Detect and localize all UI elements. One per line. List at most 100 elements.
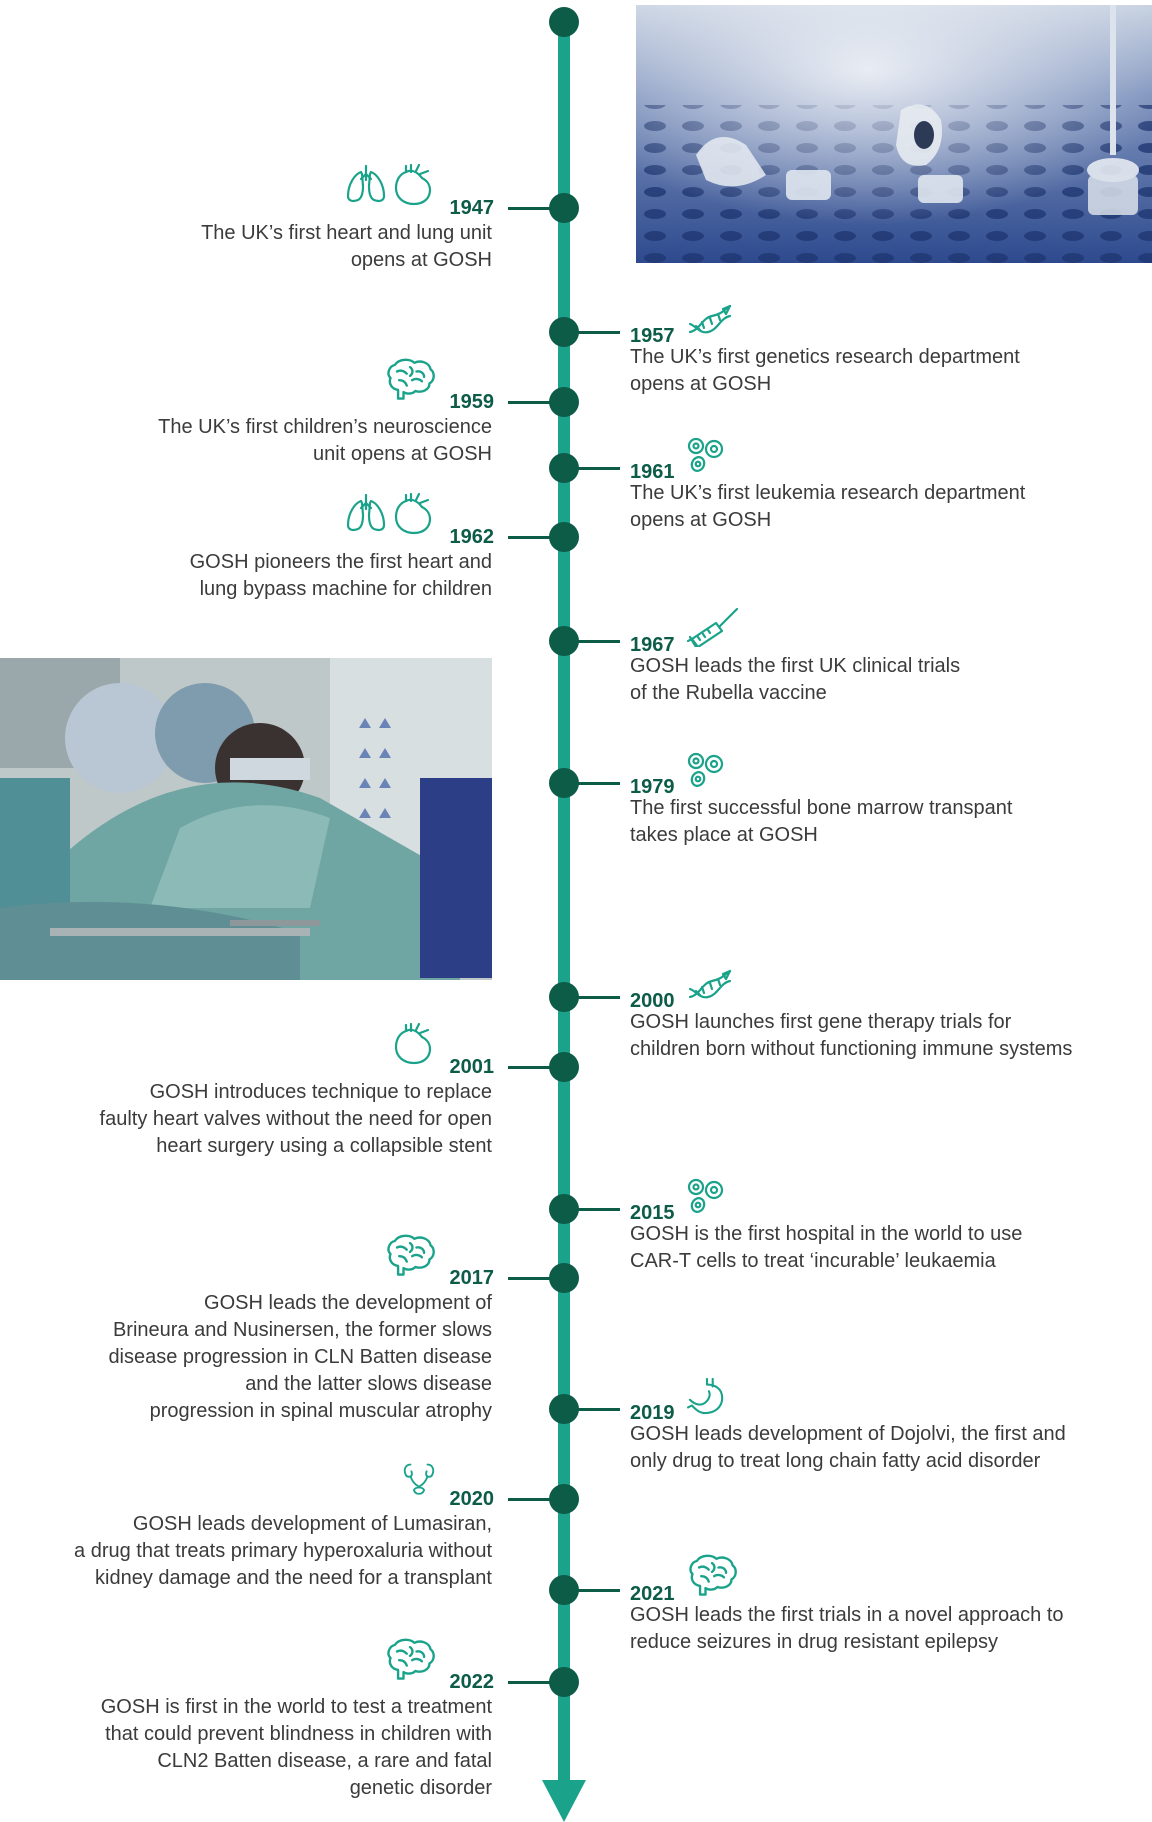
event-description-line: The UK’s first heart and lung unit	[201, 222, 492, 244]
timeline-node	[549, 1194, 579, 1224]
heart-icon	[392, 491, 436, 535]
event-description-line: Brineura and Nusinersen, the former slow…	[112, 1319, 492, 1341]
event-description: GOSH leads the first UK clinical trials o…	[630, 653, 960, 707]
connector-line	[575, 467, 620, 470]
event-description-line: and the latter slows disease	[245, 1373, 492, 1395]
event-description-line: GOSH pioneers the first heart and	[189, 551, 492, 573]
timeline-spine	[558, 22, 570, 1792]
event-description-line: The first successful bone marrow transpa…	[630, 797, 1013, 819]
event-description-line: children born without functioning immune…	[630, 1038, 1073, 1060]
event-description-line: of the Rubella vaccine	[630, 682, 827, 704]
event-description-line: The UK’s first leukemia research departm…	[630, 482, 1026, 504]
timeline-node	[549, 453, 579, 483]
event-year: 1957	[630, 325, 675, 347]
connector-line	[575, 1208, 620, 1211]
event-year: 1961	[630, 461, 675, 483]
event-year: 2015	[630, 1202, 675, 1224]
event-description-line: The UK’s first children’s neuroscience	[158, 416, 492, 438]
event-description-line: that could prevent blindness in children…	[105, 1723, 492, 1745]
connector-line	[575, 782, 620, 785]
event-description: GOSH is the first hospital in the world …	[630, 1221, 1022, 1275]
connector-line	[508, 207, 553, 210]
event-description-line: opens at GOSH	[630, 373, 772, 395]
connector-line	[508, 1498, 553, 1501]
event-description: GOSH leads development of Dojolvi, the f…	[630, 1421, 1066, 1475]
timeline-node	[549, 1394, 579, 1424]
event-description-line: disease progression in CLN Batten diseas…	[108, 1346, 492, 1368]
timeline-node	[549, 317, 579, 347]
event-description: GOSH launches first gene therapy trials …	[630, 1009, 1072, 1063]
syringe-icon	[686, 607, 740, 647]
cells-icon	[686, 751, 726, 789]
connector-line	[508, 536, 553, 539]
event-description-line: a drug that treats primary hyperoxaluria…	[74, 1540, 492, 1562]
heart-icon	[392, 162, 436, 206]
event-description-line: GOSH leads development of Dojolvi, the f…	[630, 1423, 1066, 1445]
timeline-arrow-head	[542, 1780, 586, 1822]
timeline-node	[549, 982, 579, 1012]
event-description-line: GOSH leads the first UK clinical trials	[630, 655, 961, 677]
event-description: The first successful bone marrow transpa…	[630, 795, 1012, 849]
event-description-line: GOSH is the first hospital in the world …	[630, 1223, 1023, 1245]
dna-icon	[686, 304, 734, 338]
brain-icon	[384, 356, 436, 400]
cells-icon	[686, 1177, 726, 1215]
timeline-node	[549, 1667, 579, 1697]
heart-icon	[392, 1021, 436, 1065]
event-description-line: The UK’s first genetics research departm…	[630, 346, 1020, 368]
event-description-line: GOSH is first in the world to test a tre…	[100, 1696, 492, 1718]
lungs-icon	[344, 162, 388, 206]
event-description-line: heart surgery using a collapsible stent	[156, 1135, 492, 1157]
connector-line	[508, 1277, 553, 1280]
event-year: 2021	[630, 1583, 675, 1605]
event-year: 1979	[630, 776, 675, 798]
brain-icon	[384, 1232, 436, 1276]
timeline-node	[549, 387, 579, 417]
stomach-icon	[686, 1377, 728, 1415]
connector-line	[575, 1408, 620, 1411]
event-year: 1959	[449, 391, 495, 413]
event-description-line: CAR-T cells to treat ‘incurable’ leukaem…	[630, 1250, 996, 1272]
connector-line	[508, 1681, 553, 1684]
event-description-line: opens at GOSH	[630, 509, 772, 531]
event-description-line: GOSH leads the first trials in a novel a…	[630, 1604, 1064, 1626]
timeline-node	[549, 626, 579, 656]
event-description-line: faulty heart valves without the need for…	[99, 1108, 492, 1130]
event-description-line: takes place at GOSH	[630, 824, 818, 846]
event-description-line: GOSH launches first gene therapy trials …	[630, 1011, 1012, 1033]
event-description: GOSH is first in the world to test a tre…	[101, 1694, 492, 1802]
connector-line	[575, 1589, 620, 1592]
event-description-line: GOSH leads development of Lumasiran,	[132, 1513, 492, 1535]
event-description-line: GOSH leads the development of	[204, 1292, 492, 1314]
event-description-line: CLN2 Batten disease, a rare and fatal	[157, 1750, 492, 1772]
event-description: GOSH leads development of Lumasiran, a dr…	[74, 1511, 492, 1592]
timeline-node	[549, 768, 579, 798]
event-year: 2001	[449, 1056, 495, 1078]
event-year: 2000	[630, 990, 675, 1012]
event-description-line: reduce seizures in drug resistant epilep…	[630, 1631, 998, 1653]
connector-line	[575, 331, 620, 334]
event-description-line: only drug to treat long chain fatty acid…	[630, 1450, 1041, 1472]
timeline-node	[549, 193, 579, 223]
connector-line	[508, 1066, 553, 1069]
event-description: The UK’s first genetics research departm…	[630, 344, 1020, 398]
event-year: 2017	[449, 1267, 495, 1289]
event-year: 1962	[449, 526, 495, 548]
event-year: 2020	[449, 1488, 495, 1510]
kidney-icon	[402, 1461, 436, 1497]
timeline-node	[549, 1575, 579, 1605]
event-description: The UK’s first heart and lung unit opens …	[201, 220, 492, 274]
event-year: 1947	[449, 197, 495, 219]
brain-icon	[384, 1636, 436, 1680]
event-year: 2019	[630, 1402, 675, 1424]
event-description-line: progression in spinal muscular atrophy	[149, 1400, 492, 1422]
brain-icon	[686, 1552, 738, 1596]
lungs-icon	[344, 491, 388, 535]
dna-icon	[686, 969, 734, 1003]
event-description: The UK’s first leukemia research departm…	[630, 480, 1025, 534]
surgeons-photo	[0, 658, 492, 980]
event-description-line: opens at GOSH	[350, 249, 492, 271]
